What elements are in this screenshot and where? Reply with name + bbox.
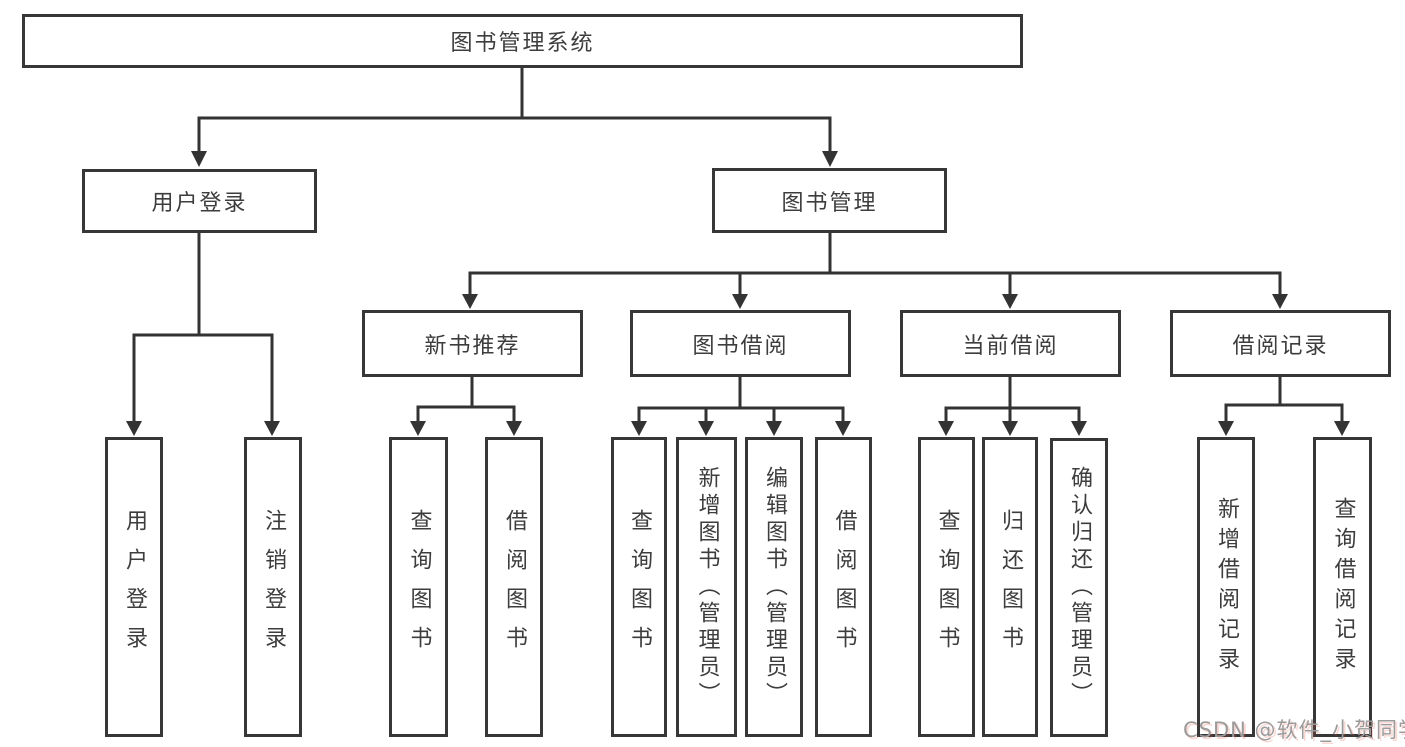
leaf-query-borrow-record-label: 查询借阅记录 — [1330, 497, 1356, 677]
leaf-query-books-1-label: 查询图书 — [406, 509, 432, 665]
leaf-user-login-label: 用户登录 — [122, 509, 147, 665]
leaf-edit-books-admin: 编辑图书（管理员） — [745, 437, 803, 737]
node-user-login-label: 用户登录 — [151, 191, 248, 216]
node-root-label: 图书管理系统 — [450, 31, 595, 56]
leaf-query-books-3: 查询图书 — [918, 437, 975, 737]
leaf-borrow-books-1-label: 借阅图书 — [502, 509, 527, 665]
leaf-add-borrow-record-label: 新增借阅记录 — [1214, 497, 1239, 677]
leaf-confirm-return-admin: 确认归还（管理员） — [1050, 438, 1108, 737]
leaf-query-books-2: 查询图书 — [611, 437, 667, 737]
node-book-borrowing-label: 图书借阅 — [692, 333, 789, 359]
leaf-confirm-return-admin-label: 确认归还（管理员） — [1067, 466, 1092, 709]
leaf-return-books-label: 归还图书 — [998, 509, 1023, 665]
node-borrowing-records-label: 借阅记录 — [1232, 333, 1329, 359]
node-root-library-system: 图书管理系统 — [22, 14, 1023, 68]
leaf-query-books-2-label: 查询图书 — [627, 509, 652, 665]
leaf-query-books-3-label: 查询图书 — [934, 509, 960, 665]
leaf-borrow-books-2-label: 借阅图书 — [831, 509, 857, 665]
leaf-edit-books-admin-label: 编辑图书（管理员） — [762, 465, 787, 709]
leaf-borrow-books-1: 借阅图书 — [485, 437, 543, 737]
csdn-watermark: CSDN @软件_小贺同学 — [1183, 718, 1405, 742]
leaf-user-login: 用户登录 — [105, 437, 163, 737]
node-borrowing-records: 借阅记录 — [1170, 310, 1391, 377]
node-current-borrowing: 当前借阅 — [900, 310, 1121, 377]
node-current-borrowing-label: 当前借阅 — [962, 333, 1059, 359]
node-new-book-recommend-label: 新书推荐 — [424, 333, 521, 359]
node-book-management: 图书管理 — [712, 168, 947, 233]
leaf-return-books: 归还图书 — [982, 437, 1038, 737]
leaf-add-books-admin: 新增图书（管理员） — [676, 437, 737, 737]
leaf-borrow-books-2: 借阅图书 — [815, 437, 872, 737]
leaf-query-books-1: 查询图书 — [389, 437, 448, 737]
leaf-logout: 注销登录 — [244, 437, 302, 737]
node-new-book-recommend: 新书推荐 — [362, 310, 583, 377]
leaf-add-borrow-record: 新增借阅记录 — [1197, 437, 1255, 737]
leaf-query-borrow-record: 查询借阅记录 — [1313, 437, 1372, 737]
leaf-logout-label: 注销登录 — [261, 509, 286, 665]
node-book-borrowing: 图书借阅 — [630, 310, 851, 377]
node-book-management-label: 图书管理 — [781, 190, 878, 216]
node-user-login: 用户登录 — [82, 169, 317, 233]
leaf-add-books-admin-label: 新增图书（管理员） — [694, 465, 720, 709]
